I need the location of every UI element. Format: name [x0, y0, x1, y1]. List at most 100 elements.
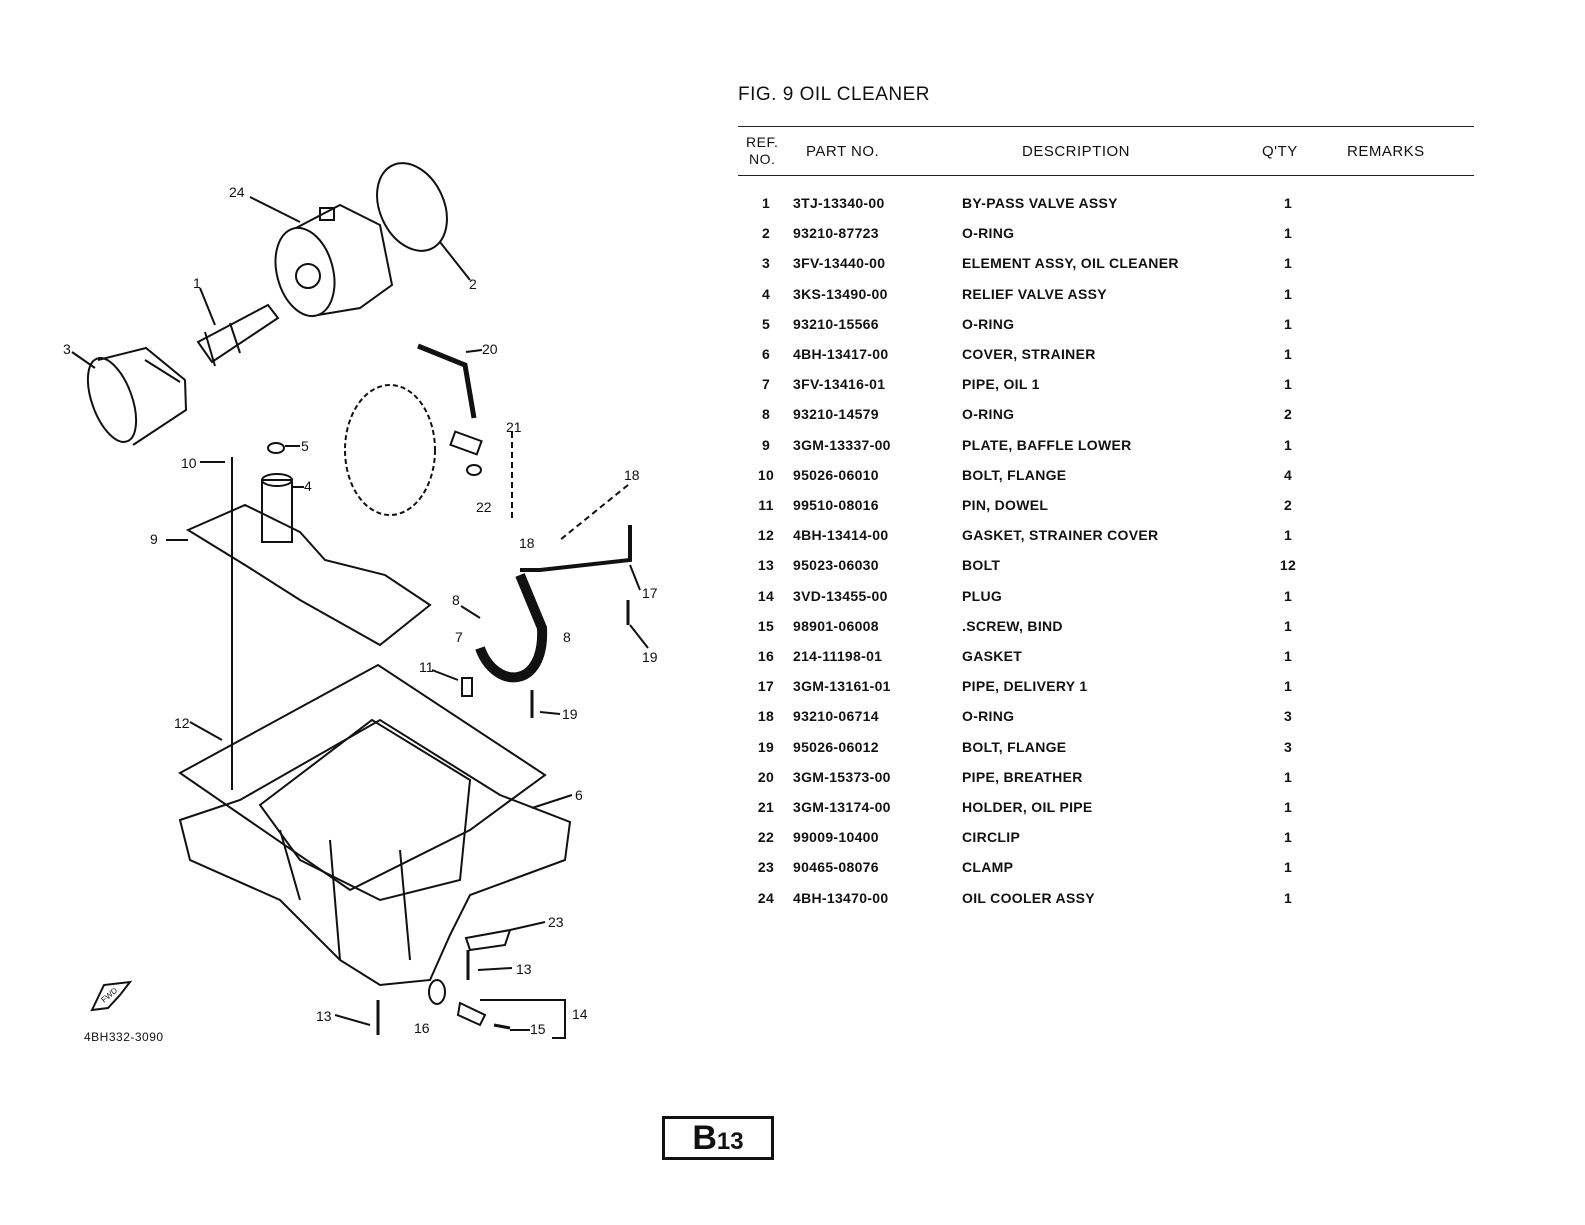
- ref-no-cell: 1: [761, 195, 771, 211]
- callout-3: 3: [63, 341, 71, 357]
- part-no-cell: 3GM-15373-00: [793, 768, 891, 785]
- callout-10: 10: [181, 455, 197, 471]
- callout-4: 4: [304, 478, 312, 494]
- callout-18: 18: [624, 467, 640, 483]
- part-no-cell: 3TJ-13340-00: [793, 195, 885, 211]
- callout-19b: 19: [562, 706, 578, 722]
- part-no-cell: 99009-10400: [793, 829, 879, 846]
- part-no-cell: 3GM-13161-01: [793, 678, 891, 695]
- qty-cell: 1: [1283, 285, 1293, 302]
- callout-8b: 8: [563, 629, 571, 645]
- part-no-cell: 3KS-13490-00: [793, 285, 888, 302]
- qty-cell: 1: [1283, 678, 1293, 695]
- qty-cell: 1: [1283, 889, 1293, 906]
- part-no-cell: 3GM-13337-00: [793, 436, 891, 453]
- callout-15: 15: [530, 1021, 546, 1037]
- description-cell: CLAMP: [962, 859, 1014, 876]
- table-row: 11 99510-08016 PIN, DOWEL 2: [740, 497, 1480, 527]
- description-cell: GASKET, STRAINER COVER: [962, 527, 1159, 544]
- description-cell: BOLT, FLANGE: [962, 466, 1067, 483]
- ref-no-cell: 23: [757, 859, 775, 876]
- callout-9: 9: [150, 531, 158, 547]
- ref-no-cell: 16: [757, 648, 775, 664]
- callout-1: 1: [193, 275, 201, 291]
- ref-no-cell: 13: [757, 557, 775, 574]
- o-ring-small-part: [267, 442, 285, 454]
- callout-12: 12: [174, 715, 190, 731]
- callout-8: 8: [452, 592, 460, 608]
- qty-cell: 2: [1283, 406, 1293, 423]
- ref-no-cell: 4: [761, 285, 771, 302]
- description-cell: .SCREW, BIND: [962, 617, 1063, 634]
- description-cell: O-RING: [962, 315, 1015, 332]
- ref-no-cell: 9: [761, 436, 771, 453]
- figure-title: FIG. 9 OIL CLEANER: [738, 84, 931, 105]
- ref-no-cell: 14: [757, 587, 775, 604]
- callout-21: 21: [506, 419, 522, 435]
- description-cell: PIN, DOWEL: [962, 497, 1049, 513]
- qty-cell: 1: [1283, 617, 1293, 634]
- qty-cell: 1: [1283, 799, 1293, 815]
- table-top-rule: [738, 126, 1474, 127]
- callout-13b: 13: [316, 1008, 332, 1024]
- ref-no-cell: 20: [757, 768, 775, 785]
- description-cell: CIRCLIP: [962, 829, 1021, 846]
- part-no-cell: 99510-08016: [793, 497, 879, 513]
- qty-cell: 1: [1283, 768, 1293, 785]
- qty-cell: 1: [1283, 527, 1293, 544]
- page-prefix: B: [692, 1119, 717, 1157]
- circlip-part: [466, 464, 482, 476]
- ref-no-cell: 10: [757, 466, 775, 483]
- ref-no-cell: 11: [758, 497, 774, 513]
- oil-pipe-holder-part: [449, 430, 483, 456]
- part-no-cell: 4BH-13414-00: [793, 527, 889, 544]
- description-cell: O-RING: [962, 406, 1015, 423]
- qty-cell: 1: [1283, 587, 1293, 604]
- part-no-cell: 90465-08076: [793, 859, 879, 876]
- qty-cell: 2: [1283, 497, 1293, 513]
- ref-no-cell: 21: [757, 799, 775, 815]
- front-arrow-icon: [90, 980, 133, 1012]
- part-no-cell: 98901-06008: [793, 617, 879, 634]
- callout-23: 23: [548, 914, 564, 930]
- clamp-part: [464, 928, 512, 952]
- description-cell: OIL COOLER ASSY: [962, 889, 1095, 906]
- ref-no-cell: 18: [757, 708, 775, 725]
- part-no-cell: 4BH-13417-00: [793, 346, 889, 362]
- table-header-rule: [738, 175, 1474, 176]
- ref-no-cell: 5: [761, 315, 771, 332]
- callout-24: 24: [229, 184, 245, 200]
- qty-cell: 1: [1283, 346, 1293, 362]
- callout-19: 19: [642, 649, 658, 665]
- description-cell: PIPE, OIL 1: [962, 376, 1040, 393]
- callout-16: 16: [414, 1020, 430, 1036]
- header-ref-no: REF. NO.: [746, 134, 779, 167]
- qty-cell: 1: [1283, 859, 1293, 876]
- exploded-parts-diagram: 24 2 1 3 20 21 5 10 4 18 22 9 18 17 8 7 …: [63, 162, 658, 1039]
- qty-cell: 1: [1283, 376, 1293, 393]
- callout-2: 2: [469, 276, 477, 292]
- header-description: DESCRIPTION: [1022, 143, 1131, 160]
- header-remarks: REMARKS: [1347, 143, 1425, 160]
- qty-cell: 1: [1283, 255, 1293, 272]
- o-ring-large-part: [376, 162, 448, 252]
- ref-no-cell: 6: [761, 346, 771, 362]
- callout-18b: 18: [519, 535, 535, 551]
- part-no-cell: 3GM-13174-00: [793, 799, 891, 815]
- dowel-pin-part: [461, 677, 473, 697]
- description-cell: BOLT: [962, 557, 1001, 574]
- header-part-no: PART NO.: [806, 143, 880, 160]
- part-no-cell: 95023-06030: [793, 557, 879, 574]
- ref-no-cell: 8: [761, 406, 771, 423]
